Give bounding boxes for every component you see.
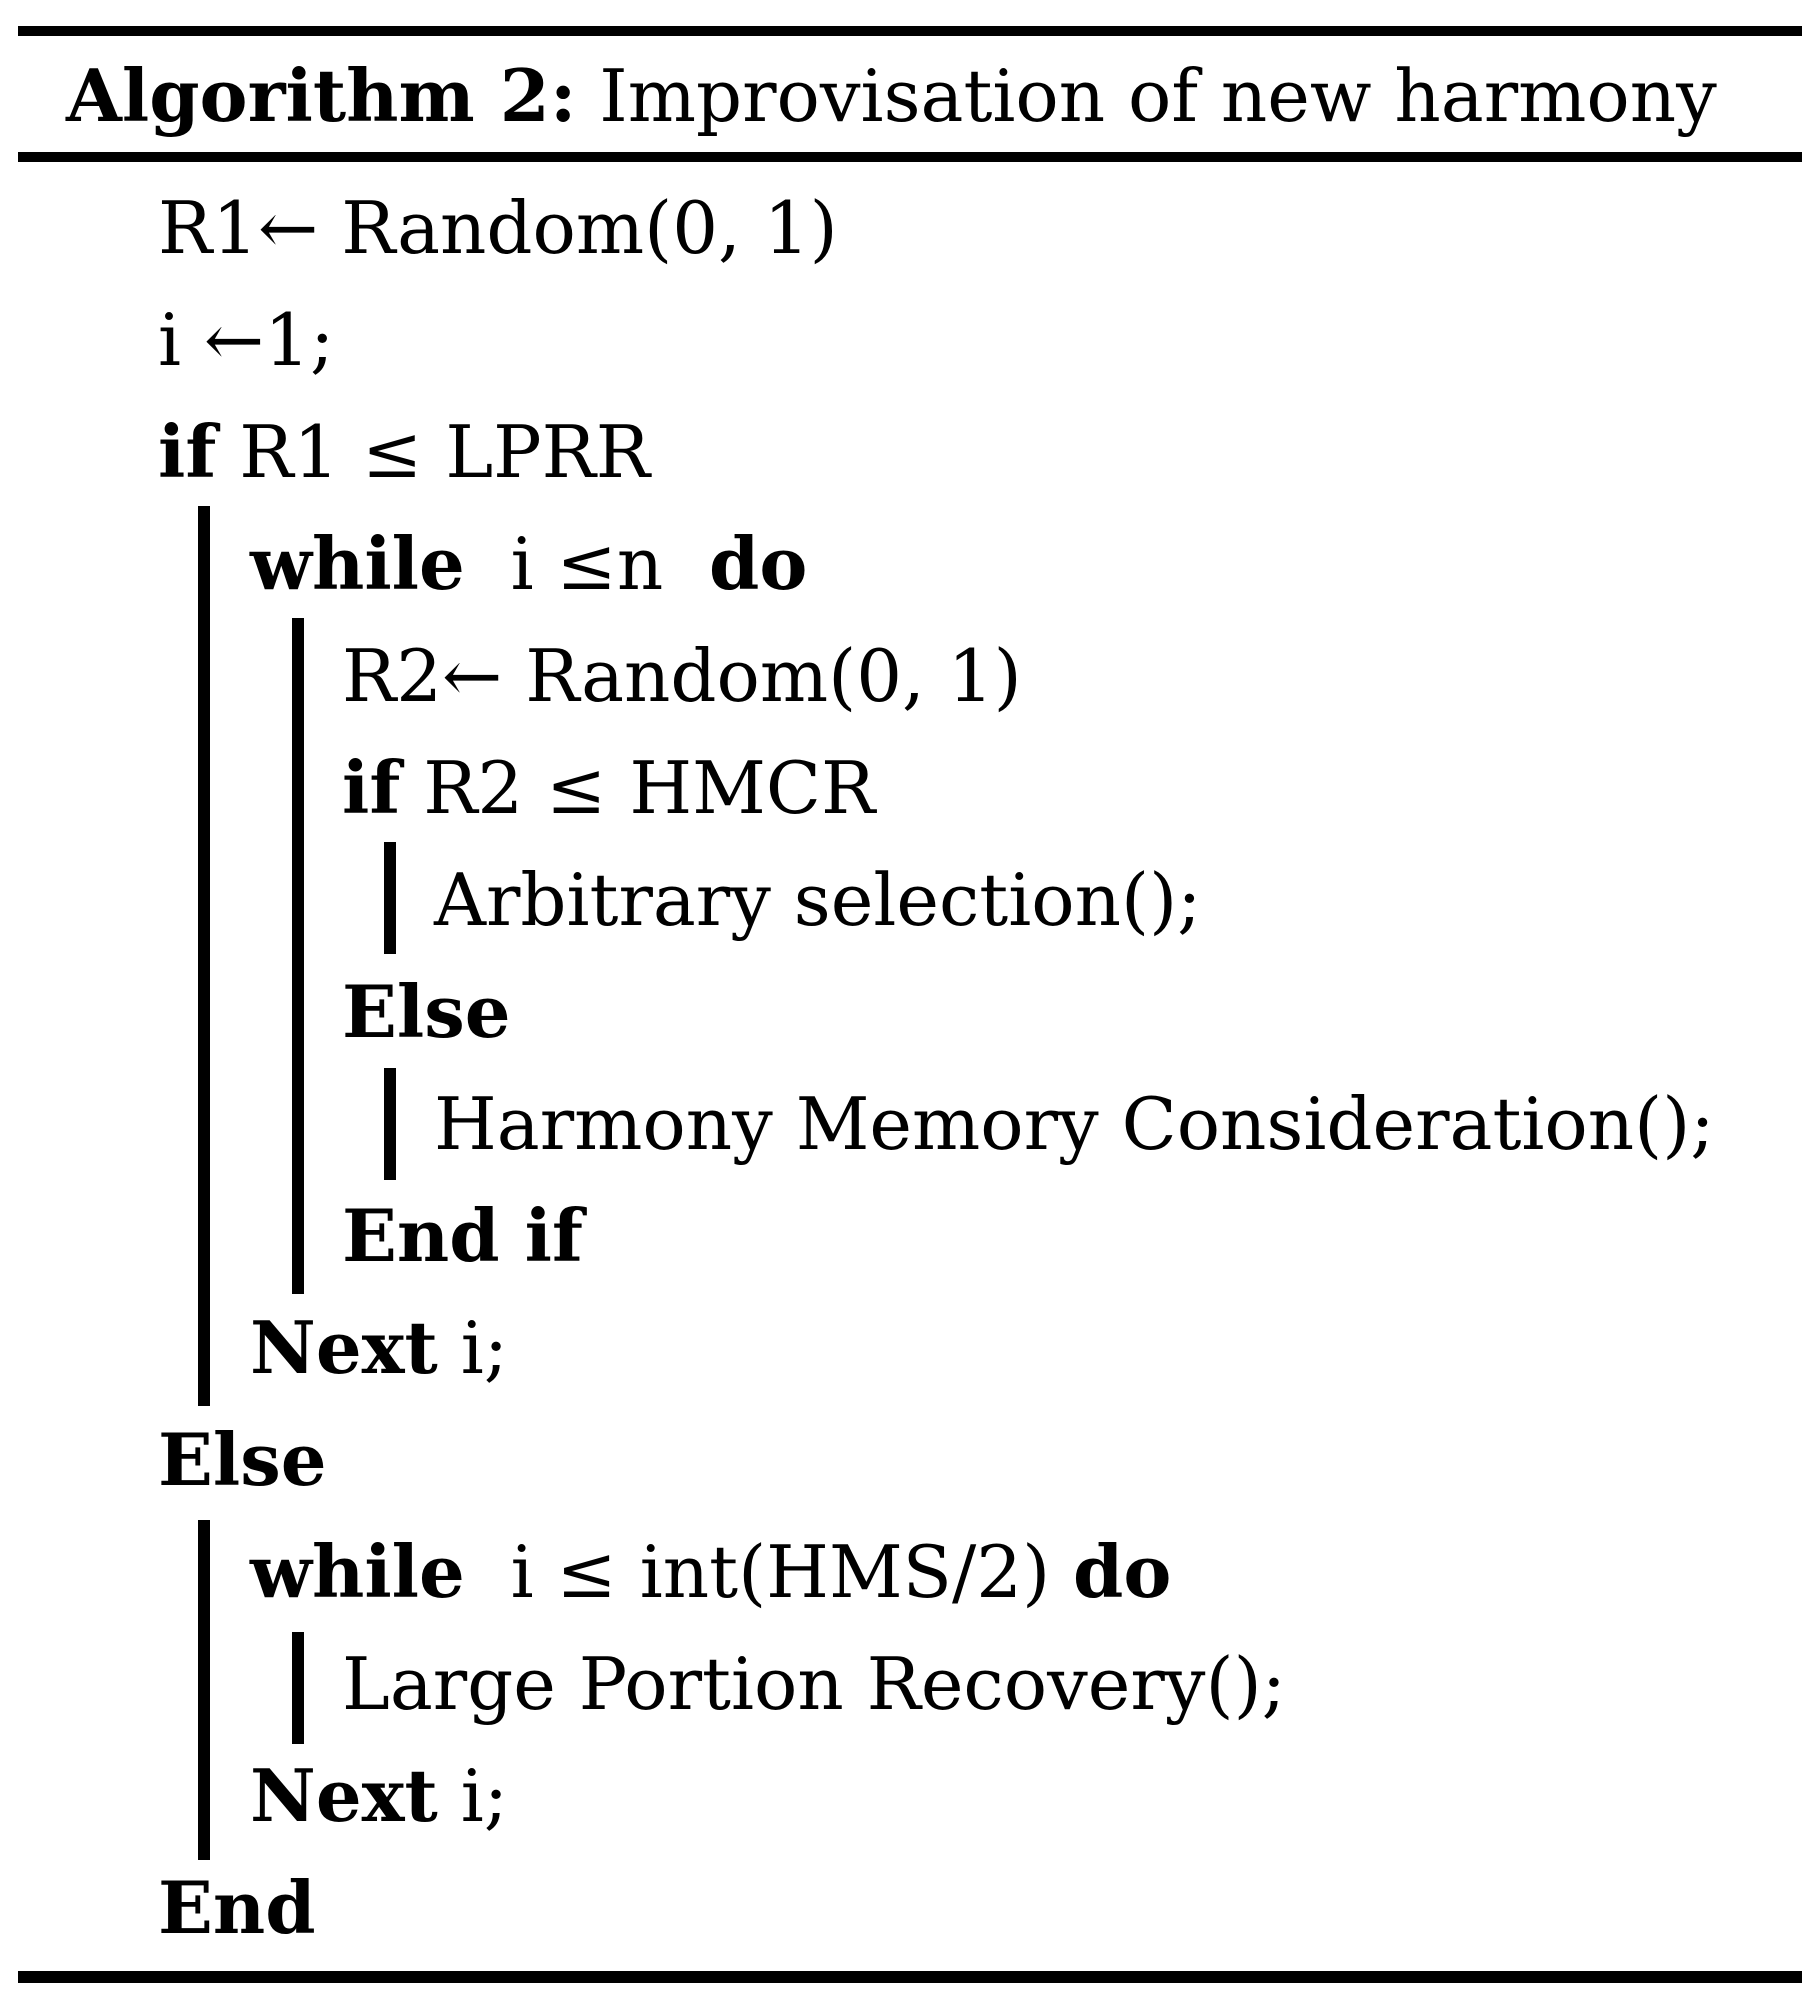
line-text: R1 ≤ LPRR: [216, 410, 651, 494]
keyword-next: Next: [250, 1753, 438, 1838]
if-block-bar: [198, 506, 210, 1406]
keyword-while: while: [250, 1529, 465, 1614]
else-block-bar: [198, 1520, 210, 1860]
keyword-if: if: [158, 409, 217, 494]
keyword-end-if: End if: [342, 1193, 583, 1278]
top-rule: [18, 26, 1802, 36]
algorithm-label: Algorithm 2:: [66, 53, 577, 138]
keyword-do: do: [1073, 1529, 1172, 1614]
line-text: i;: [437, 1754, 508, 1838]
line-text: i;: [437, 1306, 508, 1390]
header-rule: [18, 152, 1802, 162]
algorithm-title: Improvisation of new harmony: [599, 54, 1717, 138]
line-text: i ≤ int(HMS/2): [464, 1530, 1074, 1614]
algo-line-4: while i ≤n do: [250, 514, 807, 614]
line-text: R2← Random(0, 1): [342, 634, 1022, 718]
line-text: i ≤n: [464, 522, 710, 606]
while2-block-bar: [292, 1632, 304, 1744]
algo-line-12: Else: [158, 1410, 327, 1510]
line-text: R1← Random(0, 1): [158, 186, 838, 270]
algo-line-15: Next i;: [250, 1746, 508, 1846]
algo-line-11: Next i;: [250, 1298, 508, 1398]
algorithm-caption: Algorithm 2: Improvisation of new harmon…: [66, 46, 1717, 146]
line-text: Arbitrary selection();: [434, 858, 1202, 942]
algo-line-2: i ←1;: [158, 290, 334, 390]
algo-line-13: while i ≤ int(HMS/2) do: [250, 1522, 1171, 1622]
algo-line-8: Else: [342, 962, 511, 1062]
keyword-else: Else: [342, 969, 511, 1054]
algo-line-16: End: [158, 1858, 316, 1958]
while-block-bar: [292, 618, 304, 1294]
line-text: Harmony Memory Consideration();: [434, 1082, 1715, 1166]
line-text: i ←1;: [158, 298, 335, 382]
algo-line-3: if R1 ≤ LPRR: [158, 402, 650, 502]
keyword-end: End: [158, 1865, 316, 1950]
algo-line-1: R1← Random(0, 1): [158, 178, 838, 278]
keyword-do: do: [709, 521, 808, 606]
algo-line-6: if R2 ≤ HMCR: [342, 738, 875, 838]
algo-line-7: Arbitrary selection();: [434, 850, 1201, 950]
algo-line-9: Harmony Memory Consideration();: [434, 1074, 1715, 1174]
algo-line-14: Large Portion Recovery();: [342, 1634, 1286, 1734]
bottom-rule: [18, 1971, 1802, 1983]
else-branch-bar: [384, 1068, 396, 1180]
keyword-while: while: [250, 521, 465, 606]
line-text: R2 ≤ HMCR: [400, 746, 876, 830]
line-text: Large Portion Recovery();: [342, 1642, 1286, 1726]
algo-line-5: R2← Random(0, 1): [342, 626, 1022, 726]
keyword-next: Next: [250, 1305, 438, 1390]
if-branch-bar: [384, 842, 396, 954]
keyword-if: if: [342, 745, 401, 830]
algo-line-10: End if: [342, 1186, 583, 1286]
keyword-else: Else: [158, 1417, 327, 1502]
